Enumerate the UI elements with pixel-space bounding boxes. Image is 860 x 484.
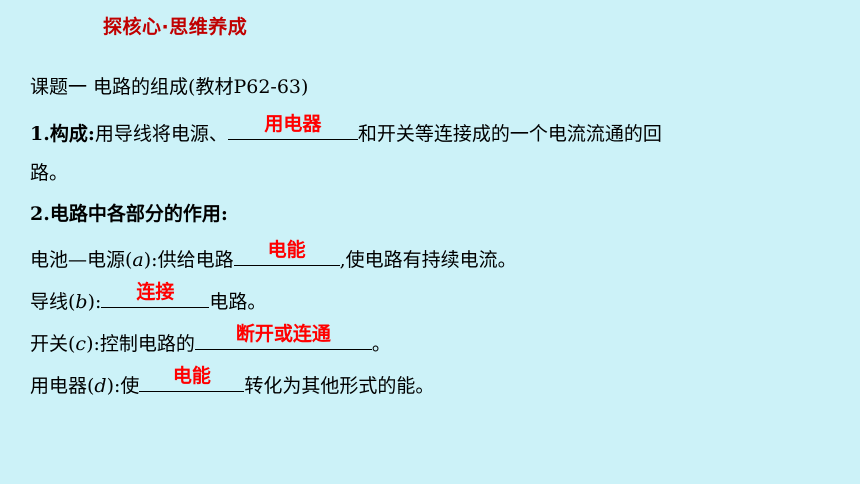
topic-line: 课题一 电路的组成(教材P62-63) xyxy=(30,74,308,100)
wire-text-before: 导线( xyxy=(30,291,76,313)
switch-text-before: 开关( xyxy=(30,333,76,355)
battery-text-mid: ):供给电路 xyxy=(143,249,234,271)
item2-line: 2.电路中各部分的作用: xyxy=(30,201,228,227)
item1-wrap-line: 路。 xyxy=(30,160,68,186)
switch-text-after: 。 xyxy=(371,333,391,355)
appliance-var: d xyxy=(94,375,107,397)
section-header: 探核心·思维养成 xyxy=(103,16,248,38)
item1-answer: 用电器 xyxy=(264,113,322,135)
appliance-text-after: 转化为其他形式的能。 xyxy=(244,375,435,397)
battery-text-before: 电池—电源( xyxy=(30,249,133,271)
item1-blank: 用电器 xyxy=(227,113,358,140)
battery-var: a xyxy=(132,249,144,271)
appliance-text-mid: ):使 xyxy=(106,375,140,397)
item1-text-before: 用导线将电源、 xyxy=(94,123,228,145)
topic-text: 课题一 电路的组成(教材P62-63) xyxy=(30,76,309,98)
wire-answer: 连接 xyxy=(136,281,175,303)
item1-label: 1.构成: xyxy=(30,123,95,145)
wire-line: 导线(b): 连接 电路。 xyxy=(30,281,267,315)
wire-text-mid: ): xyxy=(87,291,102,313)
switch-blank: 断开或连通 xyxy=(194,323,372,350)
switch-line: 开关(c):控制电路的 断开或连通 。 xyxy=(30,323,391,357)
appliance-text-before: 用电器( xyxy=(30,375,95,397)
item2-label: 2.电路中各部分的作用: xyxy=(30,203,228,225)
battery-text-after: ,使电路有持续电流。 xyxy=(339,249,517,271)
appliance-answer: 电能 xyxy=(172,365,211,387)
appliance-line: 用电器(d):使 电能 转化为其他形式的能。 xyxy=(30,365,435,399)
switch-answer: 断开或连通 xyxy=(235,323,331,345)
item1-text-wrap: 路。 xyxy=(30,162,69,184)
wire-text-after: 电路。 xyxy=(209,291,267,313)
wire-var: b xyxy=(75,291,88,313)
switch-var: c xyxy=(75,333,87,355)
battery-answer: 电能 xyxy=(267,239,306,261)
wire-blank: 连接 xyxy=(101,281,210,308)
battery-line: 电池—电源(a):供给电路 电能 ,使电路有持续电流。 xyxy=(30,239,517,273)
item1-text-after: 和开关等连接成的一个电流流通的回 xyxy=(357,123,662,145)
appliance-blank: 电能 xyxy=(139,365,245,392)
switch-text-mid: ):控制电路的 xyxy=(86,333,195,355)
item1-line: 1.构成:用导线将电源、 用电器 和开关等连接成的一个电流流通的回 xyxy=(30,113,662,147)
battery-blank: 电能 xyxy=(233,239,340,266)
